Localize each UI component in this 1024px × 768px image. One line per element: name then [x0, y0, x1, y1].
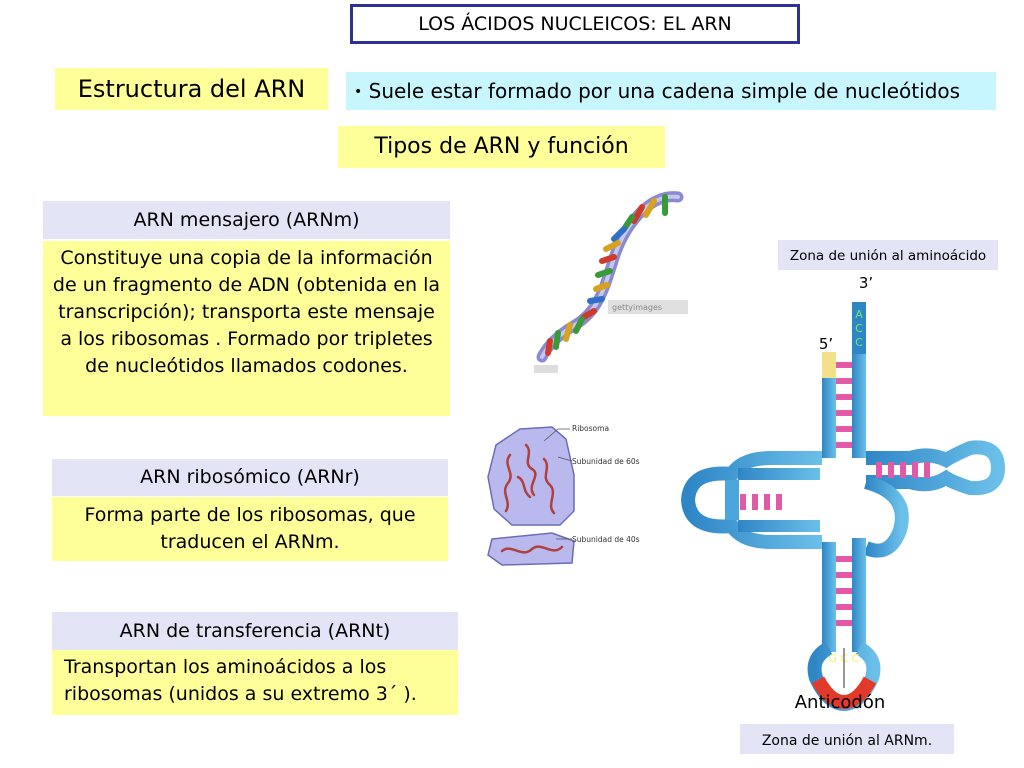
subunit-60s-label: Subunidad de 60s: [572, 457, 640, 466]
types-heading: Tipos de ARN y función: [338, 126, 665, 168]
mrna-zone-label: Zona de unión al ARNm.: [762, 733, 932, 749]
acceptor-c1: C: [855, 322, 863, 335]
rna-helix-illustration: gettyimages: [534, 191, 688, 373]
ribosome-label: Ribosoma: [572, 424, 609, 433]
structure-bullet-text: Suele estar formado por una cadena simpl…: [368, 79, 961, 103]
arnt-description: Transportan los aminoácidos a los riboso…: [52, 650, 458, 715]
subunit-40s-label: Subunidad de 40s: [572, 535, 640, 544]
arnm-description: Constituye una copia de la información d…: [43, 241, 450, 416]
arnm-title: ARN mensajero (ARNm): [43, 201, 450, 239]
structure-heading: Estructura del ARN: [55, 68, 328, 110]
trna-3-prime-label: 3’: [859, 274, 873, 292]
amino-zone-label: Zona de unión al aminoácido: [790, 248, 986, 264]
structure-bullet-box: • Suele estar formado por una cadena sim…: [346, 72, 996, 110]
arnr-description: Forma parte de los ribosomas, que traduc…: [52, 497, 448, 561]
arnt-title: ARN de transferencia (ARNt): [52, 612, 458, 650]
anticodon-label: Anticodón: [795, 692, 886, 713]
slide-title: LOS ÁCIDOS NUCLEICOS: EL ARN: [350, 4, 800, 44]
bullet-dot: •: [354, 84, 363, 100]
acceptor-a: A: [855, 308, 863, 321]
acceptor-c2: C: [855, 336, 863, 349]
arnr-title: ARN ribosómico (ARNr): [52, 459, 448, 496]
ribosome-illustration: Ribosoma Subunidad de 60s Subunidad de 4…: [487, 424, 640, 566]
helix-watermark: gettyimages: [612, 303, 662, 312]
trna-5-prime-label: 5’: [819, 335, 833, 353]
trna-cloverleaf-illustration: Zona de unión al aminoácido 3’ 5’ A C C …: [680, 240, 1006, 754]
